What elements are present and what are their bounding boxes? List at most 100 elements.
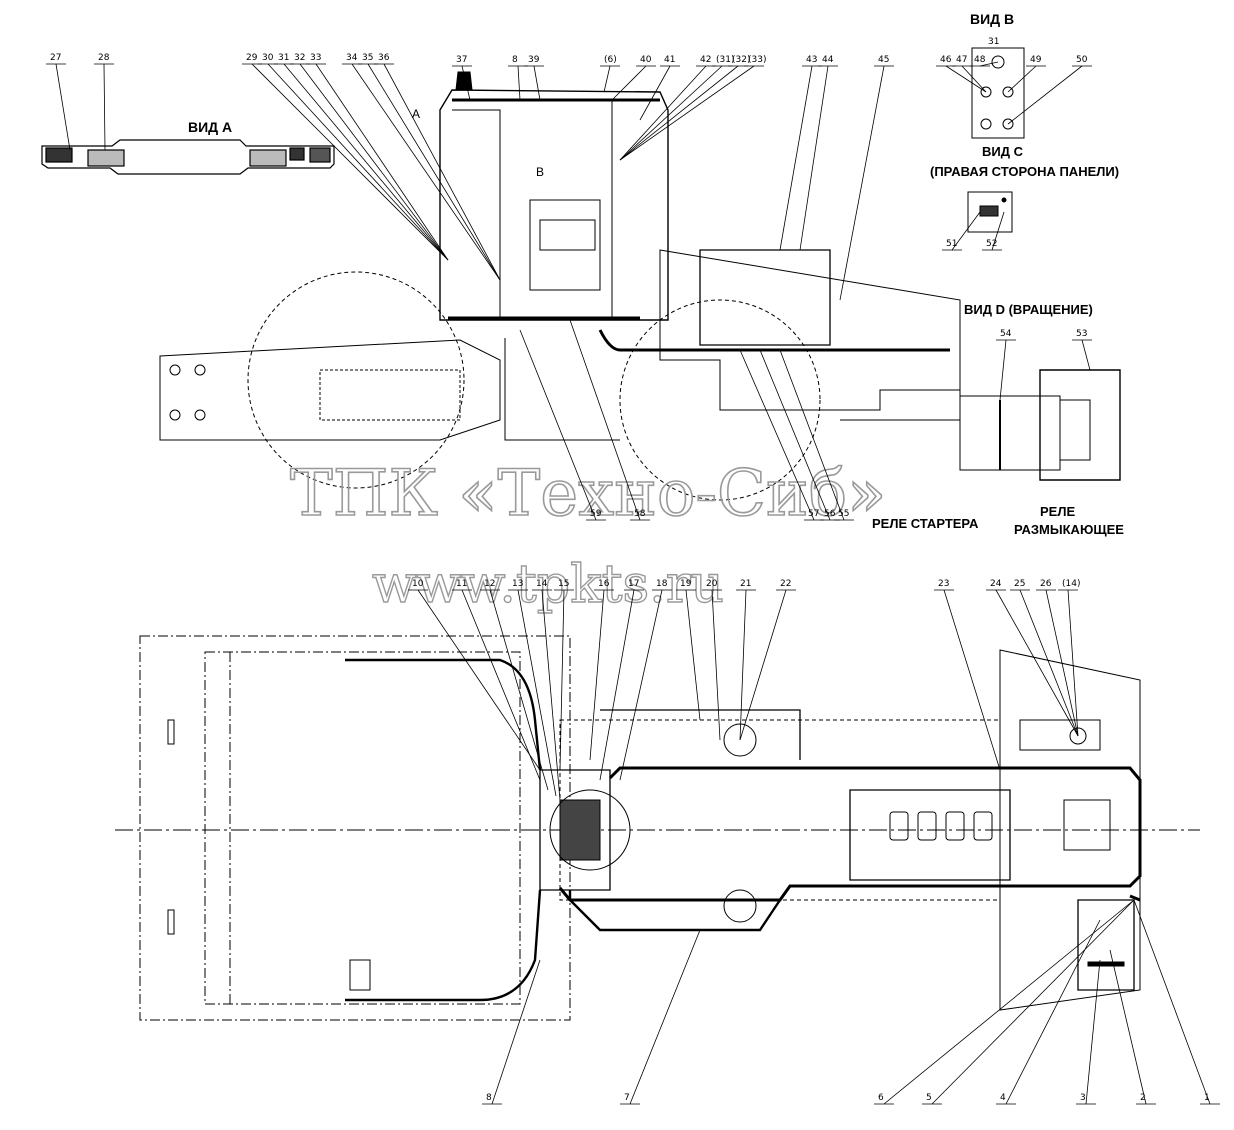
callout-top-number: 34 bbox=[346, 53, 358, 63]
callout-top-number: (32) bbox=[732, 55, 750, 65]
callout-top-leader-29 bbox=[991, 211, 1005, 251]
callout-top-leader-9 bbox=[383, 63, 501, 281]
arrow-a-label: A bbox=[412, 107, 420, 121]
callout-bottom-number: 11 bbox=[456, 579, 467, 589]
callout-top-leader-14 bbox=[611, 65, 647, 101]
breaking-relay-label-1: РЕЛЕ bbox=[1040, 504, 1075, 519]
callout-top-leader-5 bbox=[299, 63, 449, 261]
callout-top-number: 31 bbox=[278, 53, 289, 63]
callout-top-leader-35 bbox=[569, 319, 641, 521]
callout-top-leader-16 bbox=[619, 65, 707, 161]
callout-bottom-number: 5 bbox=[926, 1093, 932, 1103]
callout-top-number: 28 bbox=[98, 53, 110, 63]
starter-relay-label: РЕЛЕ СТАРТЕРА bbox=[872, 516, 979, 531]
callout-top-number: 53 bbox=[1076, 329, 1087, 339]
callout-top-leader-20 bbox=[779, 65, 813, 251]
callout-top-leader-21 bbox=[799, 65, 829, 251]
callout-top-number: 39 bbox=[528, 55, 540, 65]
callout-bottom-number: 17 bbox=[628, 579, 639, 589]
callout-top-leader-26 bbox=[1007, 65, 1037, 93]
callout-bottom-number: 4 bbox=[1000, 1093, 1006, 1103]
callout-top-leader-11 bbox=[517, 65, 521, 101]
view-b-number: 31 bbox=[988, 37, 999, 47]
callout-top-leader-30 bbox=[1081, 339, 1091, 371]
callout-bottom-leader-24 bbox=[629, 929, 701, 1105]
view-b-title: ВИД B bbox=[970, 11, 1014, 27]
callout-bottom-leader-4 bbox=[541, 589, 561, 801]
callout-top-number: 40 bbox=[640, 55, 652, 65]
callout-bottom-leader-10 bbox=[711, 589, 721, 741]
arrow-b-label: B bbox=[536, 165, 544, 179]
callout-top-leader-10 bbox=[461, 65, 471, 101]
callout-top-number: 8 bbox=[512, 55, 518, 65]
callout-bottom-leader-13 bbox=[943, 589, 1001, 771]
callout-bottom-leader-18 bbox=[1133, 899, 1211, 1105]
callout-top-leader-19 bbox=[619, 65, 755, 161]
callout-top-leader-1 bbox=[103, 63, 106, 151]
callout-top-leader-17 bbox=[619, 65, 723, 161]
callout-bottom-leader-25 bbox=[491, 959, 541, 1105]
callout-top-leader-18 bbox=[619, 65, 739, 161]
callout-bottom-number: 6 bbox=[878, 1093, 884, 1103]
callout-top-leader-31 bbox=[999, 339, 1007, 401]
callout-bottom-leader-8 bbox=[619, 589, 663, 781]
view-c-title: ВИД C bbox=[982, 144, 1024, 159]
callout-bottom-leader-17 bbox=[1067, 589, 1079, 737]
view-d-title: ВИД D (ВРАЩЕНИЕ) bbox=[964, 302, 1093, 317]
callout-top-leader-12 bbox=[533, 65, 541, 101]
callout-top-number: 46 bbox=[940, 55, 952, 65]
view-c-subtitle: (ПРАВАЯ СТОРОНА ПАНЕЛИ) bbox=[930, 164, 1119, 179]
callout-top-leader-6 bbox=[315, 63, 449, 261]
callout-top-leader-0 bbox=[55, 63, 71, 151]
callout-bottom-leader-22 bbox=[931, 899, 1135, 1105]
callout-bottom-leader-16 bbox=[1045, 589, 1079, 737]
callout-top-number: 30 bbox=[262, 53, 274, 63]
callout-bottom-number: 16 bbox=[598, 579, 610, 589]
callout-top-number: 56 bbox=[824, 509, 836, 519]
callout-bottom-number: 2 bbox=[1140, 1093, 1146, 1103]
callout-top-leader-22 bbox=[839, 65, 885, 301]
callout-bottom-leader-2 bbox=[489, 589, 549, 791]
callout-bottom-number: 23 bbox=[938, 579, 949, 589]
callout-bottom-number: 15 bbox=[558, 579, 569, 589]
callout-top-number: 41 bbox=[664, 55, 675, 65]
callout-bottom-number: 26 bbox=[1040, 579, 1052, 589]
callout-top-number: 33 bbox=[310, 53, 321, 63]
callout-top-number: 57 bbox=[808, 509, 819, 519]
callout-bottom-leader-6 bbox=[589, 589, 605, 761]
view-c-panel bbox=[967, 191, 1013, 233]
callout-top-leader-3 bbox=[267, 63, 449, 261]
callout-top-leader-24 bbox=[961, 65, 987, 93]
callout-top-leader-2 bbox=[251, 63, 449, 261]
callout-bottom-leader-12 bbox=[739, 589, 787, 741]
callout-bottom-leader-1 bbox=[461, 589, 541, 781]
watermark-line1: ТПК «Техно-Сиб» bbox=[290, 457, 886, 531]
callout-bottom-number: 1 bbox=[1204, 1093, 1210, 1103]
callout-bottom-leader-15 bbox=[1019, 589, 1079, 737]
callout-bottom-number: 8 bbox=[486, 1093, 492, 1103]
callout-bottom-number: 21 bbox=[740, 579, 751, 589]
callout-bottom-number: 24 bbox=[990, 579, 1002, 589]
callout-bottom-number: 22 bbox=[780, 579, 791, 589]
callout-bottom-number: 3 bbox=[1080, 1093, 1086, 1103]
callout-bottom-number: 20 bbox=[706, 579, 718, 589]
callout-bottom-leader-19 bbox=[1109, 949, 1147, 1105]
callout-top-number: 35 bbox=[362, 53, 373, 63]
callout-bottom-leader-9 bbox=[685, 589, 701, 721]
roller-side-view bbox=[159, 71, 961, 501]
callout-top-number: 29 bbox=[246, 53, 258, 63]
callout-top-leader-36 bbox=[519, 329, 597, 521]
callout-top-number: 42 bbox=[700, 55, 711, 65]
callout-top-number: 52 bbox=[986, 239, 997, 249]
callout-bottom-number: 10 bbox=[412, 579, 424, 589]
callout-top-leader-32 bbox=[779, 349, 845, 521]
callout-top-leader-33 bbox=[759, 349, 831, 521]
callout-top-number: 45 bbox=[878, 55, 889, 65]
view-b-panel bbox=[971, 47, 1025, 139]
callout-bottom-leader-3 bbox=[517, 589, 557, 797]
callout-top-leader-15 bbox=[639, 65, 671, 121]
callout-top-leader-7 bbox=[351, 63, 501, 281]
callout-top-number: 44 bbox=[822, 55, 834, 65]
